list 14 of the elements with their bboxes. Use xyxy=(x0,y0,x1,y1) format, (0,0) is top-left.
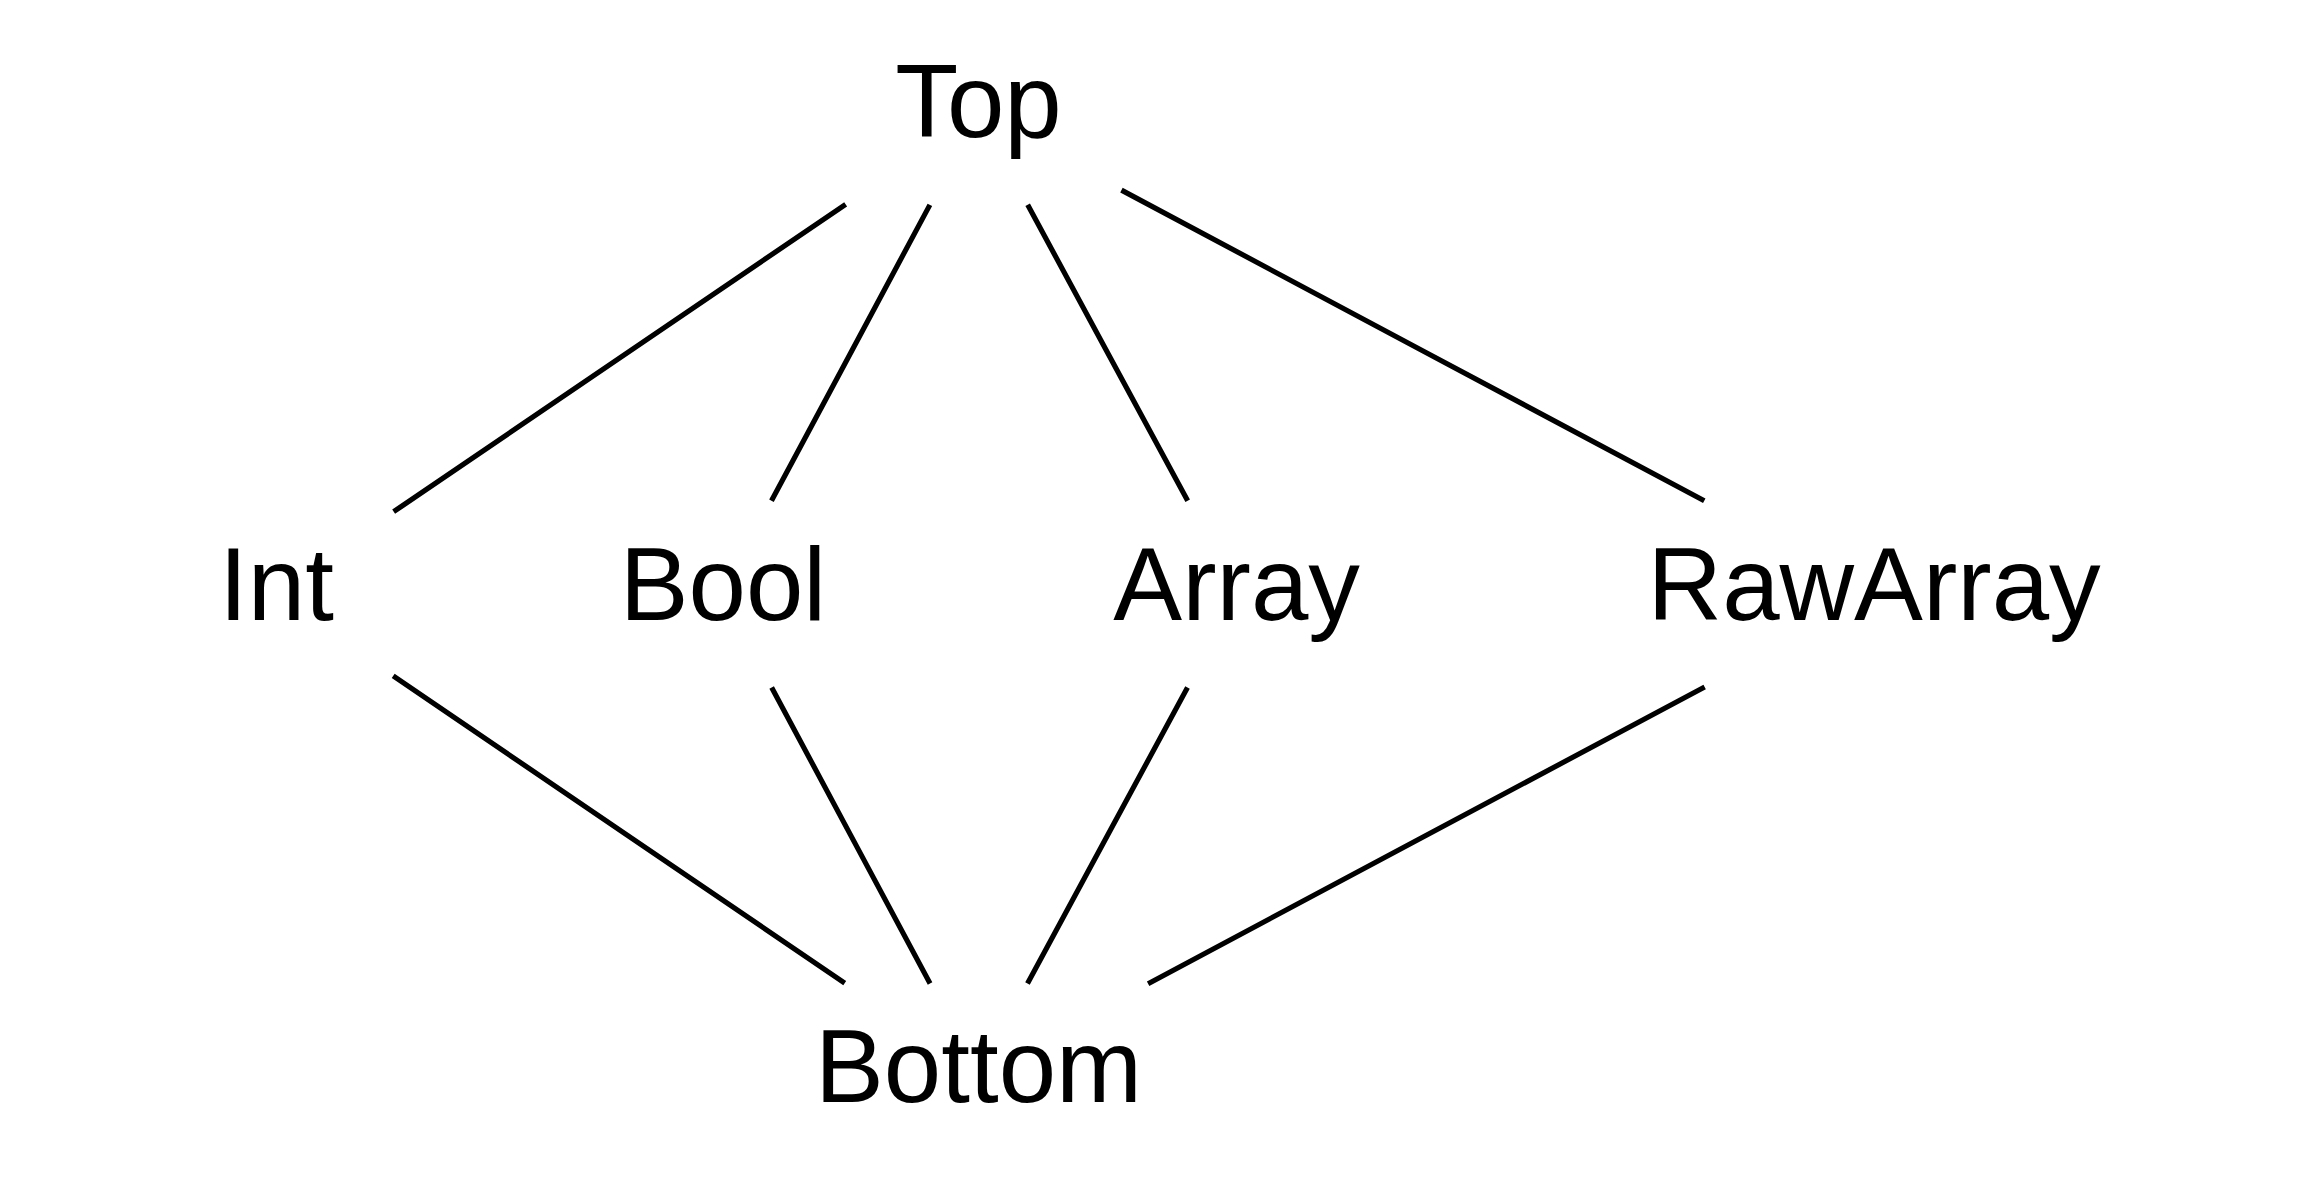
connector xyxy=(1025,203,1190,503)
connector xyxy=(392,202,848,514)
connector xyxy=(769,203,933,503)
node-text: Bool xyxy=(619,526,827,642)
node-text: Array xyxy=(1113,526,1360,642)
node-text: Int xyxy=(219,526,334,642)
connector xyxy=(1146,684,1706,986)
node-text: Top xyxy=(895,44,1062,160)
connector xyxy=(769,686,933,985)
connector xyxy=(391,673,847,986)
node-text: RawArray xyxy=(1647,526,2101,642)
node-text: Bottom xyxy=(815,1009,1143,1125)
connector xyxy=(1025,686,1190,985)
connector xyxy=(1120,187,1706,504)
